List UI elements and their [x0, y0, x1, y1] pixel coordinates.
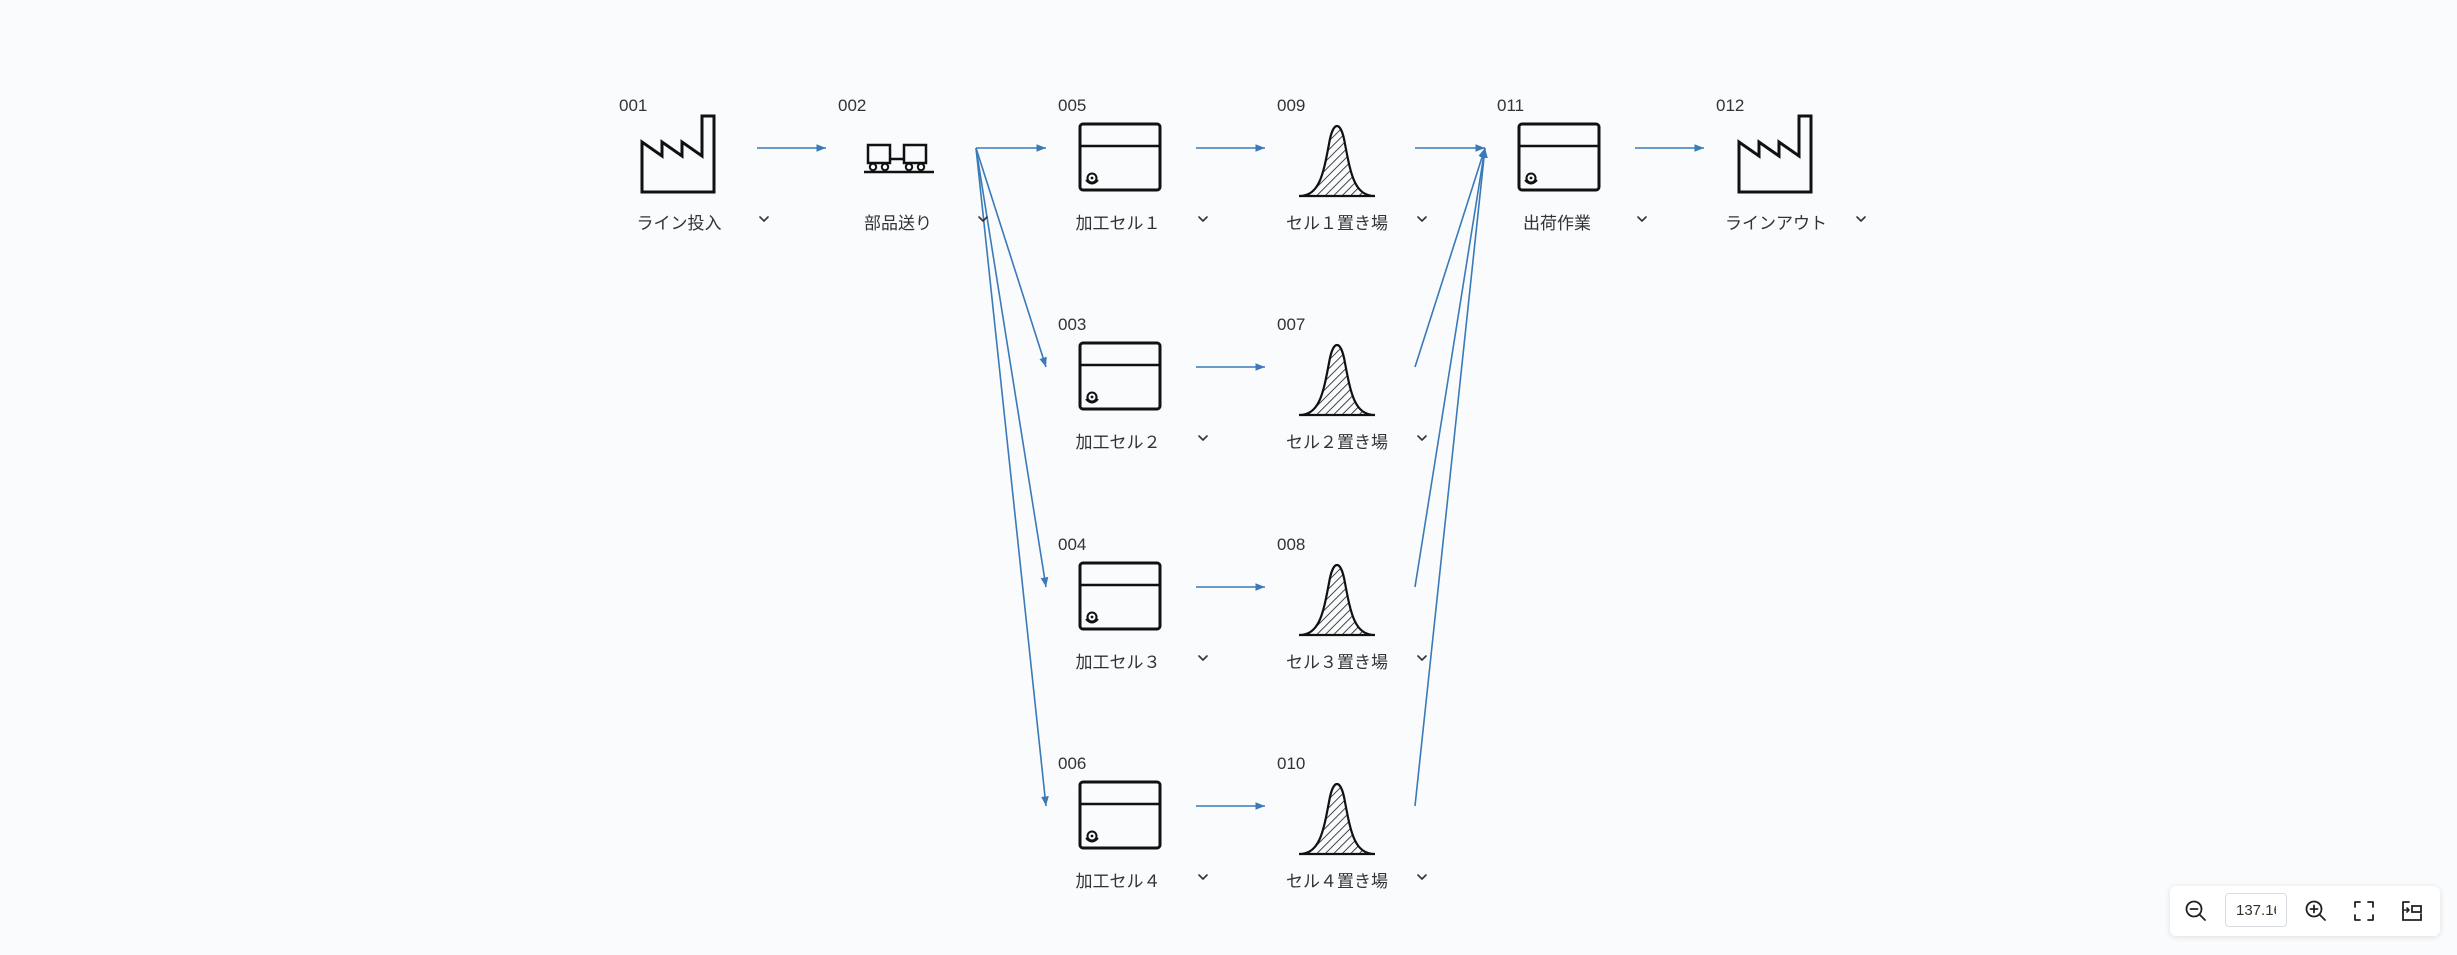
node-id: 003 [1058, 315, 1087, 334]
zoom-out-icon [2185, 900, 2206, 921]
process-node[interactable]: 005 加工セル１ [1058, 96, 1258, 296]
node-id: 006 [1058, 754, 1087, 773]
node-label: 加工セル１ [1075, 214, 1161, 233]
node-label: セル４置き場 [1286, 872, 1388, 891]
buffer-icon [1289, 323, 1385, 419]
node-id: 004 [1058, 535, 1087, 554]
workcell-icon [1070, 323, 1166, 419]
flow-arrow [975, 147, 1049, 588]
node-label: セル３置き場 [1286, 653, 1388, 672]
process-node[interactable]: 004 加工セル３ [1058, 535, 1258, 735]
node-label: 加工セル２ [1075, 433, 1161, 452]
node-id: 005 [1058, 96, 1087, 115]
chevron-down-icon[interactable] [1415, 651, 1429, 665]
factory-icon [1728, 104, 1824, 200]
workcell-icon [1070, 543, 1166, 639]
node-id: 012 [1716, 96, 1745, 115]
process-node[interactable]: 007 セル２置き場 [1277, 315, 1477, 515]
buffer-icon [1289, 104, 1385, 200]
workcell-icon [1509, 104, 1605, 200]
chevron-down-icon[interactable] [1415, 870, 1429, 884]
node-id: 007 [1277, 315, 1306, 334]
node-label: 加工セル４ [1075, 872, 1161, 891]
chevron-down-icon[interactable] [1415, 431, 1429, 445]
zoom-level-input[interactable] [2225, 893, 2287, 927]
workcell-icon [1070, 104, 1166, 200]
process-node[interactable]: 008 セル３置き場 [1277, 535, 1477, 735]
chevron-down-icon[interactable] [1635, 212, 1649, 226]
minimap-toggle-button[interactable] [2398, 897, 2426, 925]
flow-arrow [1414, 147, 1488, 588]
node-id: 009 [1277, 96, 1306, 115]
process-node[interactable]: 002 部品送り [838, 96, 1038, 296]
buffer-icon [1289, 543, 1385, 639]
zoom-toolbar [2170, 886, 2440, 936]
flow-arrow [1414, 147, 1486, 368]
process-node[interactable]: 006 加工セル４ [1058, 754, 1258, 954]
chevron-down-icon[interactable] [1415, 212, 1429, 226]
process-node[interactable]: 009 セル１置き場 [1277, 96, 1477, 296]
truck-icon [850, 104, 946, 200]
zoom-in-button[interactable] [2302, 897, 2330, 925]
fit-view-button[interactable] [2350, 897, 2378, 925]
node-label: セル２置き場 [1286, 433, 1388, 452]
node-label: ライン投入 [636, 214, 722, 233]
chevron-down-icon[interactable] [1196, 651, 1210, 665]
chevron-down-icon[interactable] [757, 212, 771, 226]
flow-arrow [975, 147, 1047, 368]
fullscreen-icon [2354, 901, 2374, 921]
node-id: 010 [1277, 754, 1306, 773]
node-label: 部品送り [864, 214, 932, 233]
zoom-out-button[interactable] [2182, 897, 2210, 925]
process-node[interactable]: 012 ラインアウト [1716, 96, 1916, 296]
chevron-down-icon[interactable] [1854, 212, 1868, 226]
node-label: セル１置き場 [1286, 214, 1388, 233]
minimap-icon [2402, 901, 2422, 921]
node-id: 001 [619, 96, 648, 115]
process-node[interactable]: 010 セル４置き場 [1277, 754, 1477, 954]
node-id: 008 [1277, 535, 1306, 554]
factory-icon [631, 104, 727, 200]
chevron-down-icon[interactable] [976, 212, 990, 226]
node-id: 011 [1497, 96, 1525, 115]
chevron-down-icon[interactable] [1196, 212, 1210, 226]
workcell-icon [1070, 762, 1166, 858]
flow-arrow [975, 147, 1049, 807]
node-label: 加工セル３ [1075, 653, 1161, 672]
node-label: ラインアウト [1725, 214, 1827, 233]
zoom-in-icon [2305, 900, 2326, 921]
node-label: 出荷作業 [1523, 214, 1591, 233]
flow-arrow [1414, 147, 1488, 807]
process-node[interactable]: 001 ライン投入 [619, 96, 819, 296]
node-id: 002 [838, 96, 867, 115]
chevron-down-icon[interactable] [1196, 870, 1210, 884]
process-node[interactable]: 011 出荷作業 [1497, 96, 1697, 296]
buffer-icon [1289, 762, 1385, 858]
process-node[interactable]: 003 加工セル２ [1058, 315, 1258, 515]
chevron-down-icon[interactable] [1196, 431, 1210, 445]
